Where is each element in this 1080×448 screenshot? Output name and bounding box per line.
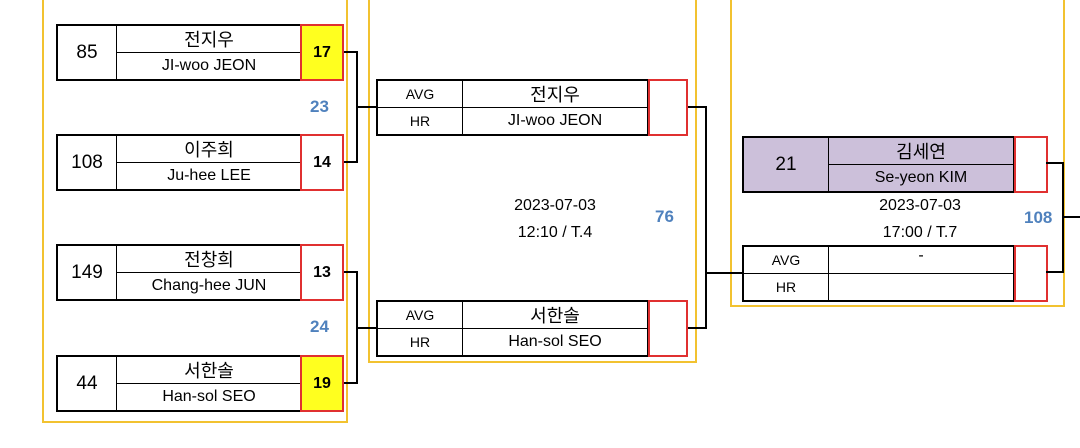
score: [1014, 136, 1048, 193]
player-card-r1-p3[interactable]: 149 전창희 Chang-hee JUN 13: [56, 244, 344, 301]
player-card-r1-p4[interactable]: 44 서한솔 Han-sol SEO 19: [56, 355, 344, 412]
round1-group-frame: [42, 0, 348, 423]
player-name-korean: 서한솔: [116, 357, 302, 384]
hr-label: HR: [409, 113, 431, 129]
connector: [344, 51, 357, 53]
match-number: 76: [655, 207, 674, 226]
connector: [688, 106, 707, 108]
player-card-r3-top[interactable]: 21 김세연 Se-yeon KIM: [742, 136, 1048, 193]
player-name-english: Se-yeon KIM: [828, 165, 1014, 191]
connector: [344, 271, 357, 273]
player-card-r1-p1[interactable]: 85 전지우 JI-woo JEON 17: [56, 24, 344, 81]
player-name-english: Han-sol SEO: [116, 384, 302, 410]
player-name-korean: 전지우: [116, 26, 302, 53]
connector: [688, 327, 707, 329]
connector: [356, 327, 378, 329]
connector: [356, 106, 378, 108]
connector: [344, 161, 357, 163]
score-winner: 17: [300, 24, 344, 81]
score-winner: 19: [300, 355, 344, 412]
player-card-r2-top[interactable]: AVG HR 전지우 JI-woo JEON: [376, 79, 688, 136]
match-number: 108: [1024, 208, 1053, 227]
player-name-english: Chang-hee JUN: [116, 273, 302, 299]
connector: [344, 382, 357, 384]
avg-label: AVG: [378, 81, 462, 108]
player-name-english: JI-woo JEON: [116, 53, 302, 79]
player-name-korean: 전지우: [462, 81, 648, 108]
avg-label: AVG: [744, 247, 828, 274]
player-card-r1-p2[interactable]: 108 이주희 Ju-hee LEE 14: [56, 134, 344, 191]
match-date: 2023-07-03: [879, 197, 961, 214]
match-date: 2023-07-03: [514, 197, 596, 214]
match-time-table: 12:10 / T.4: [517, 224, 593, 241]
score: [648, 300, 688, 357]
round2-group-frame: [368, 0, 697, 363]
connector: [1062, 216, 1080, 218]
seed-number: 149: [71, 261, 103, 283]
player-name: -: [828, 247, 1014, 274]
seed-number: 108: [71, 151, 103, 173]
seed-number: 44: [76, 372, 98, 394]
player-name-english: JI-woo JEON: [462, 108, 648, 134]
player-name-english: Ju-hee LEE: [116, 163, 302, 189]
seed-number: 21: [744, 138, 828, 191]
avg-label: AVG: [378, 302, 462, 329]
connector: [705, 106, 707, 329]
score: [648, 79, 688, 136]
player-name-blank: [828, 274, 1014, 300]
connector: [1046, 162, 1064, 164]
connector: [1046, 271, 1064, 273]
player-name-korean: 이주희: [116, 136, 302, 163]
score: [1014, 245, 1048, 302]
match-number: 23: [310, 97, 329, 116]
player-name-korean: 김세연: [828, 138, 1014, 165]
connector: [705, 272, 743, 274]
seed-number: 85: [76, 41, 98, 63]
round3-group-frame: [730, 0, 1065, 307]
hr-label: HR: [409, 334, 431, 350]
match-time-table: 17:00 / T.7: [882, 224, 958, 241]
player-name-korean: 서한솔: [462, 302, 648, 329]
player-card-r2-bottom[interactable]: AVG HR 서한솔 Han-sol SEO: [376, 300, 688, 357]
score: 14: [300, 134, 344, 191]
match-number: 24: [310, 317, 329, 336]
player-name-english: Han-sol SEO: [462, 329, 648, 355]
player-card-r3-bottom[interactable]: AVG HR -: [742, 245, 1048, 302]
hr-label: HR: [775, 279, 797, 295]
player-name-korean: 전창희: [116, 246, 302, 273]
score: 13: [300, 244, 344, 301]
